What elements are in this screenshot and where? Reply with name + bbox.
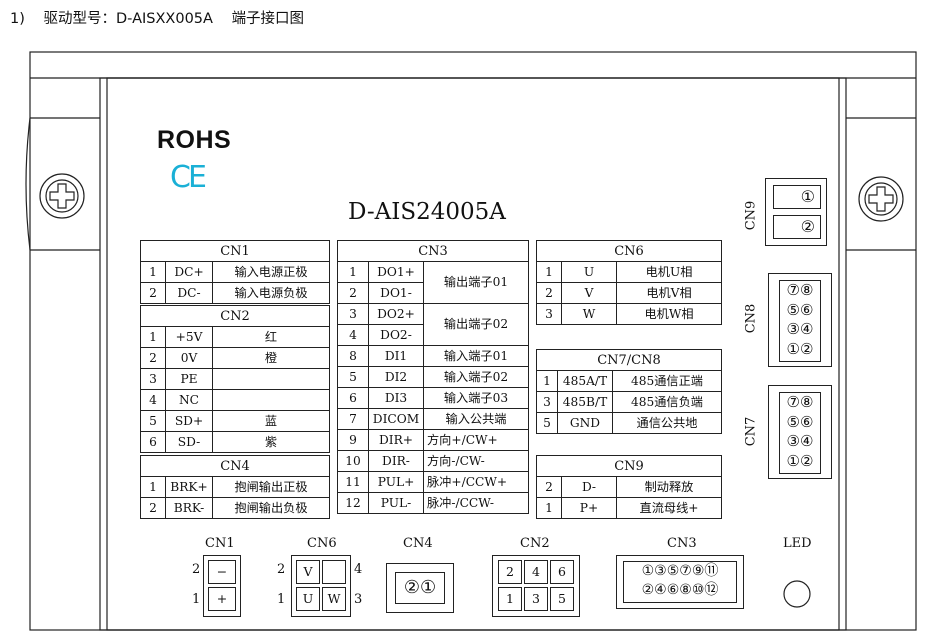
bottom-cn4-connector: ②①	[386, 563, 454, 613]
bottom-cn6-num-rbot: 3	[354, 592, 363, 607]
screw-right-icon	[858, 176, 904, 222]
bottom-cn4-pins: ②①	[395, 572, 445, 604]
bottom-cn6-pin-empty	[322, 560, 346, 584]
led-label: LED	[783, 536, 812, 551]
bottom-cn3-pins: ①③⑤⑦⑨⑪ ②④⑥⑧⑩⑫	[623, 561, 737, 603]
figure-caption: 1) 驱动型号：D-AISXX005A 端子接口图	[10, 7, 318, 28]
bottom-cn2-connector: 2 4 6 1 3 5	[492, 555, 580, 617]
cn2-title: CN2	[140, 305, 330, 327]
bottom-cn4-label: CN4	[403, 536, 433, 551]
bottom-cn6-pin-v: V	[296, 560, 320, 584]
bottom-cn3-connector: ①③⑤⑦⑨⑪ ②④⑥⑧⑩⑫	[616, 555, 744, 609]
caption-model: 驱动型号：D-AISXX005A	[43, 11, 213, 27]
model-number: D-AIS24005A	[348, 199, 506, 225]
bottom-cn6-pin-u: U	[296, 587, 320, 611]
rohs-mark: ROHS	[157, 126, 232, 154]
bottom-cn2-pin-3: 3	[524, 587, 548, 611]
cn9-title: CN9	[536, 455, 722, 477]
caption-index: 1)	[10, 11, 25, 27]
cn6-title: CN6	[536, 240, 722, 262]
cn78-title: CN7/CN8	[536, 349, 722, 371]
cn9-pin-1: ①	[773, 185, 821, 209]
bottom-cn6-connector: V U W	[291, 555, 351, 617]
bottom-cn1-num-bot: 1	[192, 592, 201, 607]
bottom-cn2-pin-4: 4	[524, 560, 548, 584]
cn1-title: CN1	[140, 240, 330, 262]
caption-suffix: 端子接口图	[231, 11, 305, 27]
bottom-cn2-label: CN2	[520, 536, 550, 551]
bottom-cn6-num-ltop: 2	[277, 562, 286, 577]
cn3-title: CN3	[337, 240, 529, 262]
bottom-cn2-pin-5: 5	[550, 587, 574, 611]
cn8-side-label: CN8	[743, 303, 759, 334]
bottom-cn1-pin-top: −	[208, 560, 236, 584]
cn9-side-connector: ① ②	[765, 178, 827, 246]
bottom-cn2-pin-2: 2	[498, 560, 522, 584]
bottom-cn1-pin-bot: +	[208, 587, 236, 611]
screw-left-icon	[39, 173, 85, 219]
bottom-cn3-label: CN3	[667, 536, 697, 551]
ce-mark: CE	[170, 160, 207, 195]
bottom-cn6-pin-w: W	[322, 587, 346, 611]
bottom-cn1-label: CN1	[205, 536, 235, 551]
bottom-cn6-label: CN6	[307, 536, 337, 551]
cn7-side-label: CN7	[743, 416, 759, 447]
cn9-side-label: CN9	[743, 200, 759, 231]
cn4-title: CN4	[140, 455, 330, 477]
bottom-cn2-pin-6: 6	[550, 560, 574, 584]
bottom-cn6-num-lbot: 1	[277, 592, 286, 607]
bottom-cn1-num-top: 2	[192, 562, 201, 577]
bottom-cn6-num-rtop: 4	[354, 562, 363, 577]
led-indicator-icon	[783, 580, 811, 608]
cn9-pin-2: ②	[773, 215, 821, 239]
bottom-cn2-pin-1: 1	[498, 587, 522, 611]
bottom-cn1-connector: − +	[203, 555, 241, 617]
